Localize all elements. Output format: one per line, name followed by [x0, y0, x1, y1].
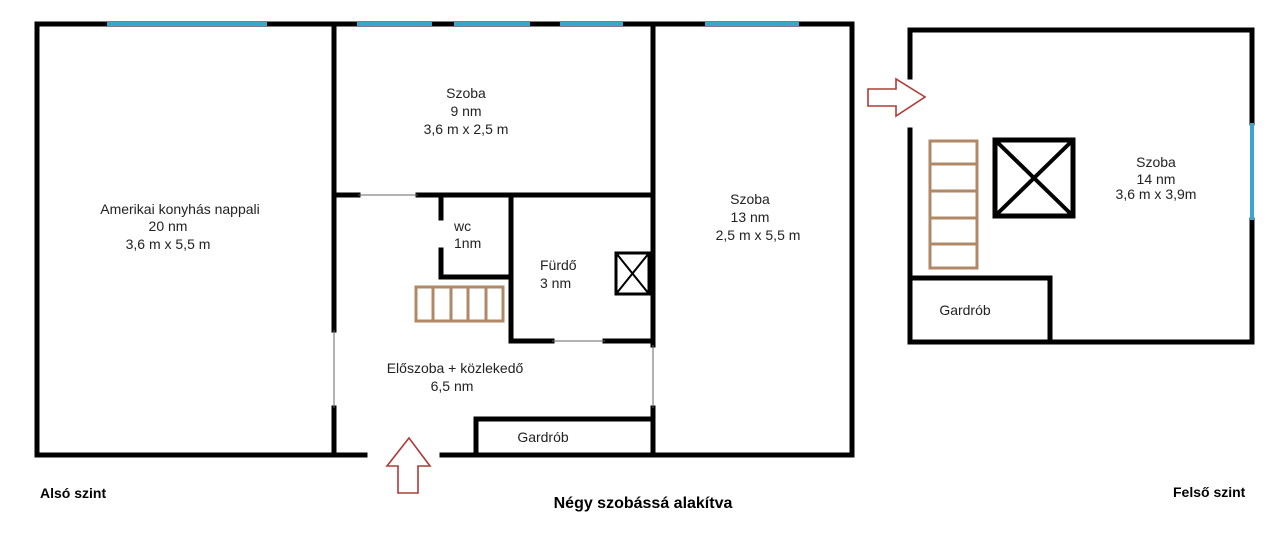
entry-arrow-icon	[867, 77, 927, 118]
lower-wardrobe-name: Gardrób	[517, 429, 569, 445]
upper-room-area: 14 nm	[1137, 171, 1176, 187]
living-room-area: 20 nm	[149, 218, 188, 234]
bathroom-name: Fürdő	[540, 257, 577, 273]
living-room-size: 3,6 m x 5,5 m	[126, 236, 211, 252]
lower-floor-walls	[34, 21, 855, 458]
entrance-arrow-icon	[385, 436, 432, 494]
upper-floor-walls	[907, 27, 1255, 345]
upper-floor-label: Felső szint	[1173, 484, 1246, 500]
hall-area: 6,5 nm	[431, 378, 474, 394]
upper-wardrobe-name: Gardrób	[939, 302, 991, 318]
hall-name: Előszoba + közlekedő	[387, 360, 524, 376]
lower-floor-label: Alsó szint	[40, 485, 106, 501]
room-top-area: 9 nm	[450, 103, 481, 119]
upper-stairs	[928, 139, 979, 270]
lower-shaft	[614, 251, 651, 296]
living-room-name: Amerikai konyhás nappali	[100, 201, 260, 217]
room-right-size: 2,5 m x 5,5 m	[716, 227, 801, 243]
bathroom-area: 3 nm	[540, 275, 571, 291]
wc-area: 1nm	[454, 235, 481, 251]
plan-caption: Négy szobássá alakítva	[554, 495, 733, 512]
room-right-area: 13 nm	[731, 209, 770, 225]
lower-stairs	[414, 285, 505, 323]
upper-shaft	[992, 137, 1076, 219]
upper-room-name: Szoba	[1136, 154, 1176, 170]
room-right-name: Szoba	[730, 191, 770, 207]
room-top-name: Szoba	[446, 85, 486, 101]
upper-room-size: 3,6 m x 3,9m	[1116, 186, 1197, 202]
room-top-size: 3,6 m x 2,5 m	[424, 121, 509, 137]
wc-name: wc	[453, 218, 471, 234]
